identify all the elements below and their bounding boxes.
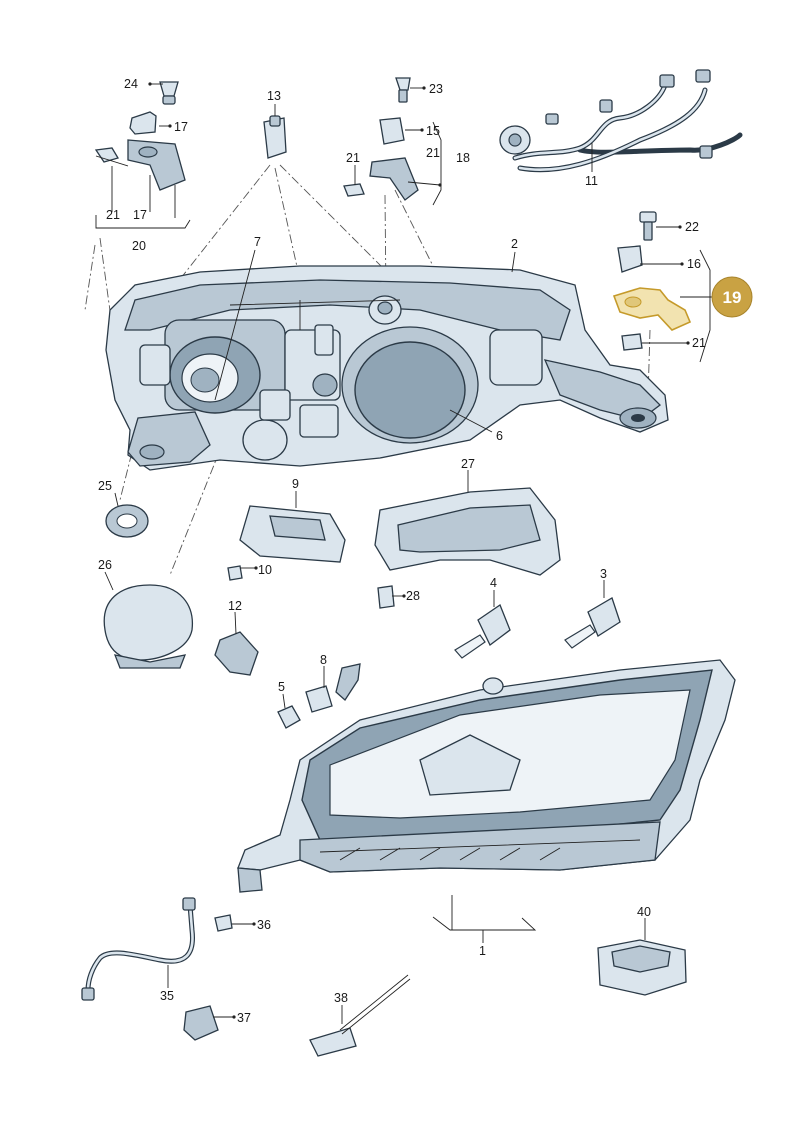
gasket-and-cap [103,504,193,669]
callout-1: 1 [479,944,486,958]
headlight-housing [105,265,669,471]
callout-12: 12 [228,599,242,613]
headlight-assembly [237,659,736,893]
callout-23: 23 [429,82,443,96]
callout-25: 25 [98,479,112,493]
bracket-assembly-left [94,81,186,191]
lower-small-parts [81,897,687,1057]
callout-17b: 17 [133,208,147,222]
leader-lines [95,83,712,1024]
callout-9: 9 [292,477,299,491]
callout-labels: 24 17 21 17 20 13 23 15 21 18 21 11 22 1… [98,77,706,1025]
small-sockets [214,631,361,729]
callout-10: 10 [258,563,272,577]
connector-13 [263,115,287,159]
callout-24: 24 [124,77,138,91]
bracket-assembly-right [612,211,692,351]
callout-7: 7 [254,235,261,249]
leader-dots [148,82,690,1019]
callout-26: 26 [98,558,112,572]
callout-21c: 21 [346,151,360,165]
callout-13: 13 [267,89,281,103]
callout-18: 18 [456,151,470,165]
callout-38: 38 [334,991,348,1005]
callout-27: 27 [461,457,475,471]
callout-28: 28 [406,589,420,603]
callout-21b: 21 [426,146,440,160]
callout-16a: 16 [687,257,701,271]
support-bracket [374,487,561,609]
callout-35: 35 [160,989,174,1003]
callout-5: 5 [278,680,285,694]
highlight-badge-19[interactable]: 19 [711,276,753,318]
callout-15: 15 [426,124,440,138]
callout-2: 2 [511,237,518,251]
control-unit [227,505,346,581]
callout-21a: 21 [106,208,120,222]
callout-4: 4 [490,576,497,590]
callout-17a: 17 [174,120,188,134]
wiring-harness [499,69,743,173]
callout-36: 36 [257,918,271,932]
callout-21d: 21 [692,336,706,350]
badge-19-label: 19 [723,288,742,307]
callout-37: 37 [237,1011,251,1025]
callout-11: 11 [585,174,598,188]
callout-22: 22 [685,220,699,234]
callout-8: 8 [320,653,327,667]
callout-6: 6 [496,429,503,443]
callout-20: 20 [132,239,146,253]
callout-3: 3 [600,567,607,581]
bulbs-h4 [454,597,621,659]
callout-40: 40 [637,905,651,919]
bracket-assembly-center [343,77,419,201]
